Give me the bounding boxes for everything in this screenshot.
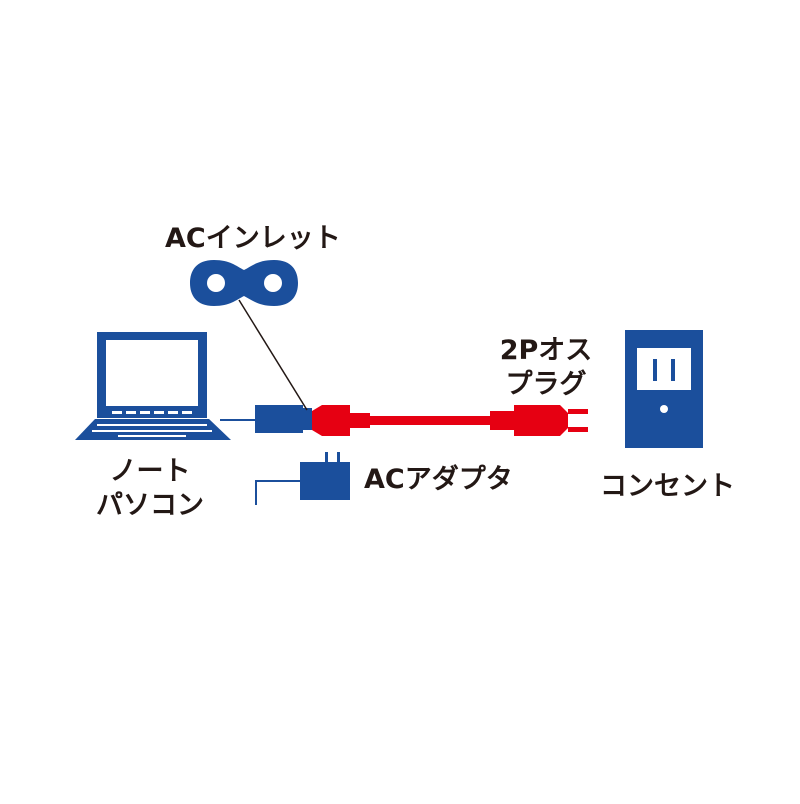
ac-inlet-icon — [190, 260, 298, 306]
ac-adapter-icon — [255, 452, 350, 505]
adapter-inlet-socket — [303, 408, 312, 430]
notebook-pc-label-line2: パソコン — [96, 490, 204, 521]
wall-outlet-icon — [625, 330, 703, 448]
ac-inlet-label: ACインレット — [165, 223, 341, 254]
cable-line — [368, 416, 492, 425]
outlet-label: コンセント — [600, 471, 735, 502]
ac-adapter-label: ACアダプタ — [364, 464, 513, 495]
notebook-pc-label: ノート パソコン — [90, 455, 210, 523]
ac-inlet-connector — [312, 405, 350, 436]
plug-2p-icon — [514, 405, 568, 436]
notebook-pc-label-line1: ノート — [109, 456, 191, 487]
adapter-inlet-box — [255, 405, 303, 433]
leader-line — [238, 299, 308, 411]
power-cable — [312, 405, 588, 436]
plug-2p-label-line1: 2Pオス — [499, 335, 593, 366]
plug-2p-label: 2Pオス プラグ — [492, 334, 600, 402]
laptop-icon — [75, 332, 231, 440]
plug-2p-label-line2: プラグ — [505, 369, 587, 400]
